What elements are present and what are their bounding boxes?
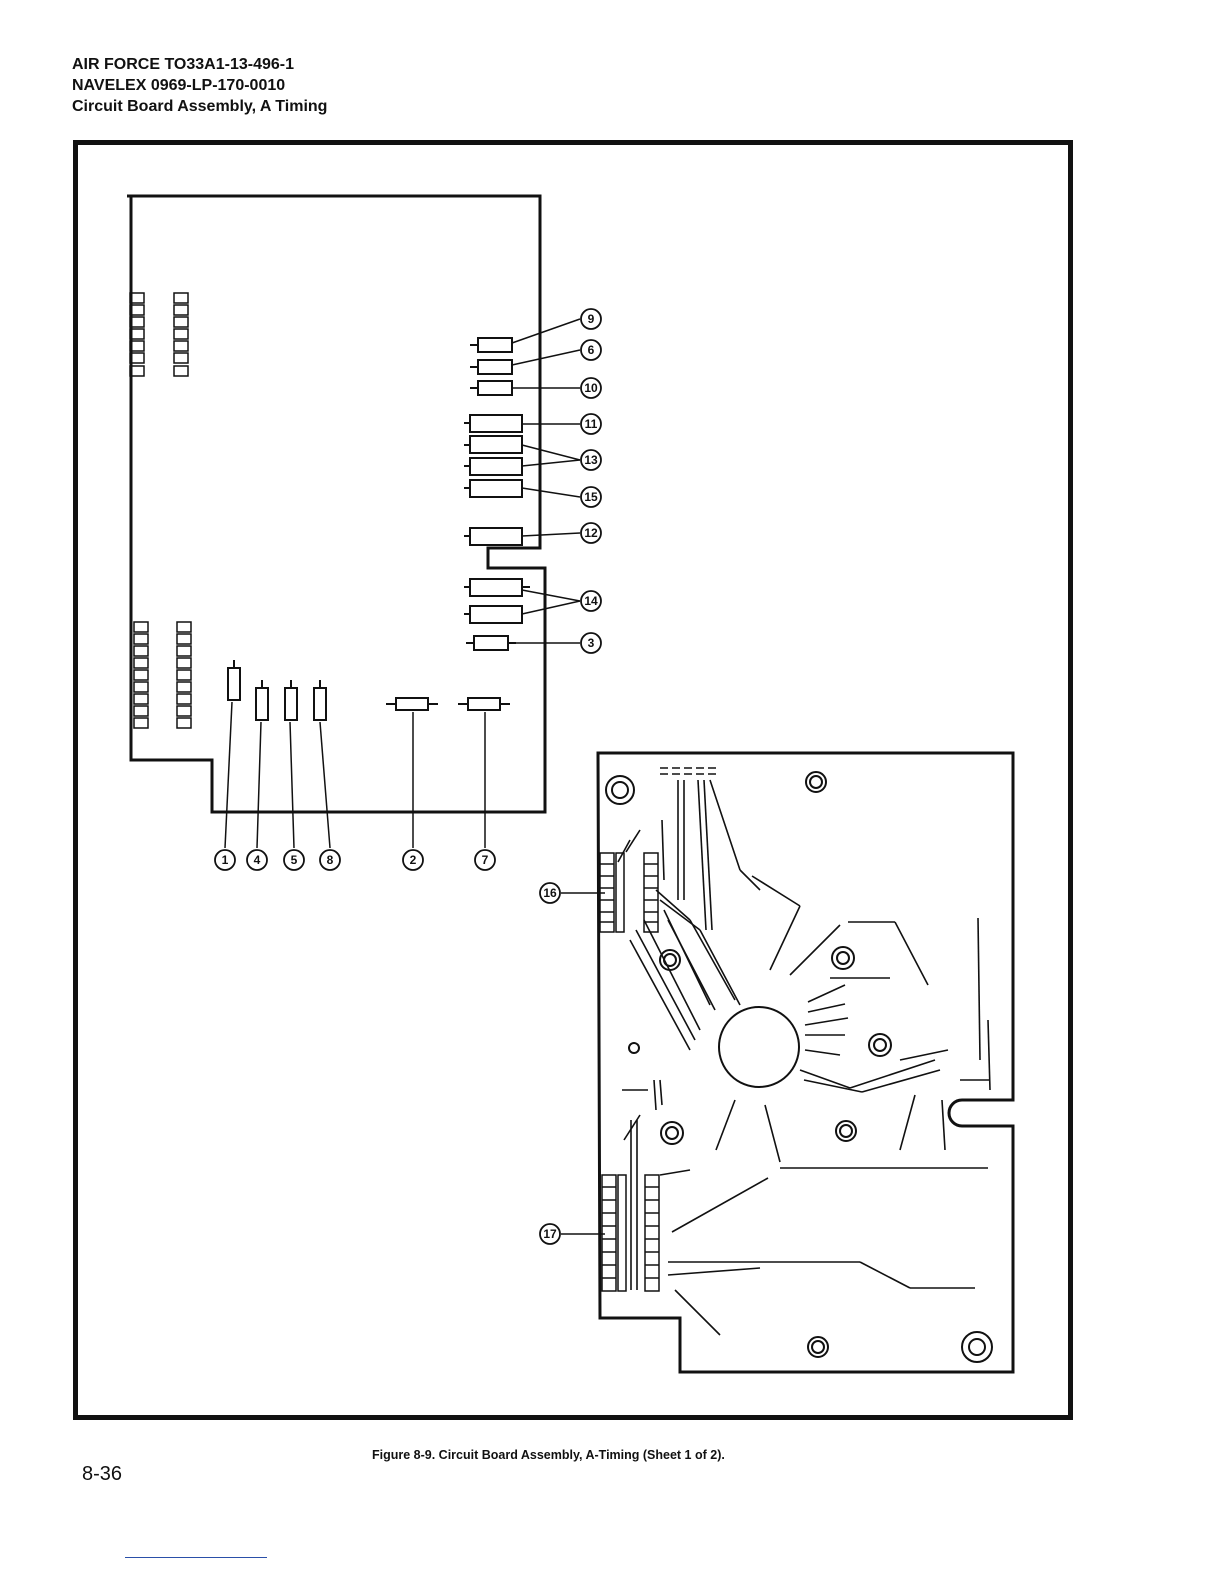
svg-text:1: 1 xyxy=(222,853,229,867)
resistor-components-bottom xyxy=(228,660,510,720)
callout-8: 8 xyxy=(320,850,340,870)
svg-text:12: 12 xyxy=(584,526,598,540)
svg-text:11: 11 xyxy=(585,417,598,431)
page-number: 8-36 xyxy=(82,1463,122,1486)
svg-text:3: 3 xyxy=(588,636,595,650)
svg-text:7: 7 xyxy=(482,853,489,867)
callout-14: 14 xyxy=(581,591,601,611)
callout-6: 6 xyxy=(581,340,601,360)
svg-text:17: 17 xyxy=(543,1227,557,1241)
callout-16: 16 xyxy=(540,883,560,903)
leader-lines-board-a xyxy=(225,319,580,848)
callout-10: 10 xyxy=(581,378,601,398)
callout-2: 2 xyxy=(403,850,423,870)
callout-4: 4 xyxy=(247,850,267,870)
svg-text:15: 15 xyxy=(584,490,598,504)
edge-connector-upper xyxy=(130,293,188,376)
callout-bubbles: 9 6 10 11 13 15 12 14 3 1 4 5 8 2 7 16 1… xyxy=(215,309,601,1244)
circuit-traces xyxy=(618,768,990,1335)
svg-text:4: 4 xyxy=(254,853,261,867)
board-a-outline xyxy=(127,196,545,812)
callout-15: 15 xyxy=(581,487,601,507)
callout-9: 9 xyxy=(581,309,601,329)
callout-11: 11 xyxy=(581,414,601,434)
svg-text:6: 6 xyxy=(588,343,595,357)
footer-rule xyxy=(125,1557,267,1558)
resistor-components-right xyxy=(464,338,530,650)
svg-text:9: 9 xyxy=(588,312,595,326)
board-b-outline xyxy=(598,753,1013,1372)
svg-text:2: 2 xyxy=(410,853,417,867)
callout-12: 12 xyxy=(581,523,601,543)
edge-connector-lower xyxy=(134,622,191,728)
callout-17: 17 xyxy=(540,1224,560,1244)
svg-text:14: 14 xyxy=(584,594,598,608)
callout-1: 1 xyxy=(215,850,235,870)
figure-caption: Figure 8-9. Circuit Board Assembly, A-Ti… xyxy=(372,1448,725,1462)
callout-3: 3 xyxy=(581,633,601,653)
svg-text:13: 13 xyxy=(584,453,598,467)
svg-text:8: 8 xyxy=(327,853,334,867)
svg-text:16: 16 xyxy=(543,886,557,900)
callout-7: 7 xyxy=(475,850,495,870)
svg-text:5: 5 xyxy=(291,853,298,867)
callout-5: 5 xyxy=(284,850,304,870)
svg-text:10: 10 xyxy=(584,381,598,395)
pin-header-upper xyxy=(600,853,658,932)
callout-13: 13 xyxy=(581,450,601,470)
